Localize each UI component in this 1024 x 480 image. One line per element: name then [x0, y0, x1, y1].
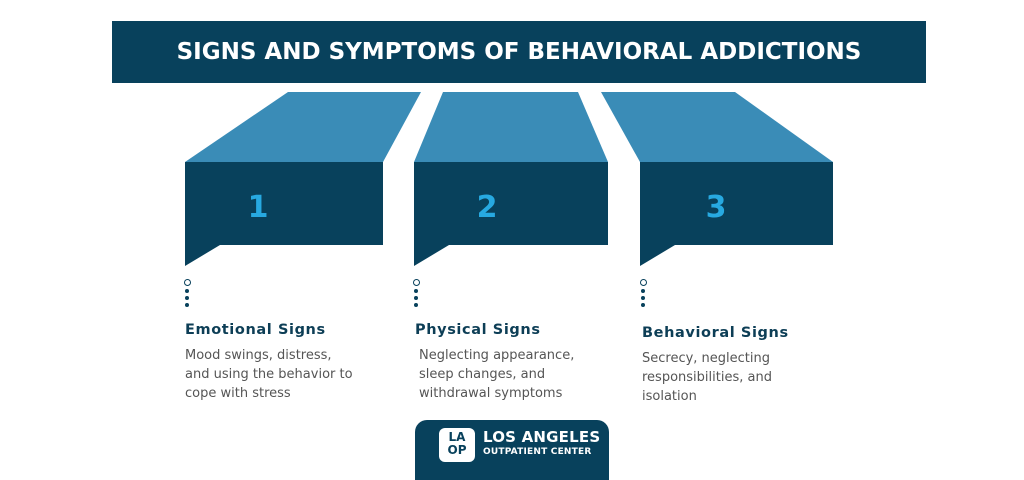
step-title: Physical Signs: [415, 322, 541, 338]
step-column-3: Behavioral Signs Secrecy, neglecting res…: [642, 325, 842, 406]
step-block-2: [414, 92, 608, 266]
logo-mark-line2: OP: [447, 443, 467, 457]
brand-logo: LA OP LOS ANGELES OUTPATIENT CENTER: [415, 420, 609, 480]
step-title: Emotional Signs: [185, 322, 326, 338]
step-number-1: 1: [247, 190, 269, 225]
step-title: Behavioral Signs: [642, 325, 789, 341]
dotted-connector-icon: [640, 279, 648, 307]
step-block-3: [601, 92, 833, 266]
logo-mark-icon: LA OP: [439, 428, 475, 462]
step-number-3: 3: [705, 190, 727, 225]
step-column-2: Physical Signs Neglecting appearance, sl…: [415, 322, 615, 403]
step-description: Mood swings, distress, and using the beh…: [185, 348, 353, 401]
logo-subtitle: OUTPATIENT CENTER: [483, 447, 592, 457]
step-number-2: 2: [476, 190, 498, 225]
step-block-1: [185, 92, 421, 266]
logo-mark-line1: LA: [448, 430, 466, 444]
step-description: Neglecting appearance, sleep changes, an…: [419, 348, 575, 401]
dotted-connector-icon: [413, 279, 421, 307]
logo-name: LOS ANGELES: [483, 428, 601, 446]
title-banner: SIGNS AND SYMPTOMS OF BEHAVIORAL ADDICTI…: [112, 21, 926, 83]
step-description: Secrecy, neglecting responsibilities, an…: [642, 351, 772, 404]
dotted-connector-icon: [184, 279, 192, 307]
step-column-1: Emotional Signs Mood swings, distress, a…: [185, 322, 385, 403]
page-title: SIGNS AND SYMPTOMS OF BEHAVIORAL ADDICTI…: [176, 39, 862, 65]
